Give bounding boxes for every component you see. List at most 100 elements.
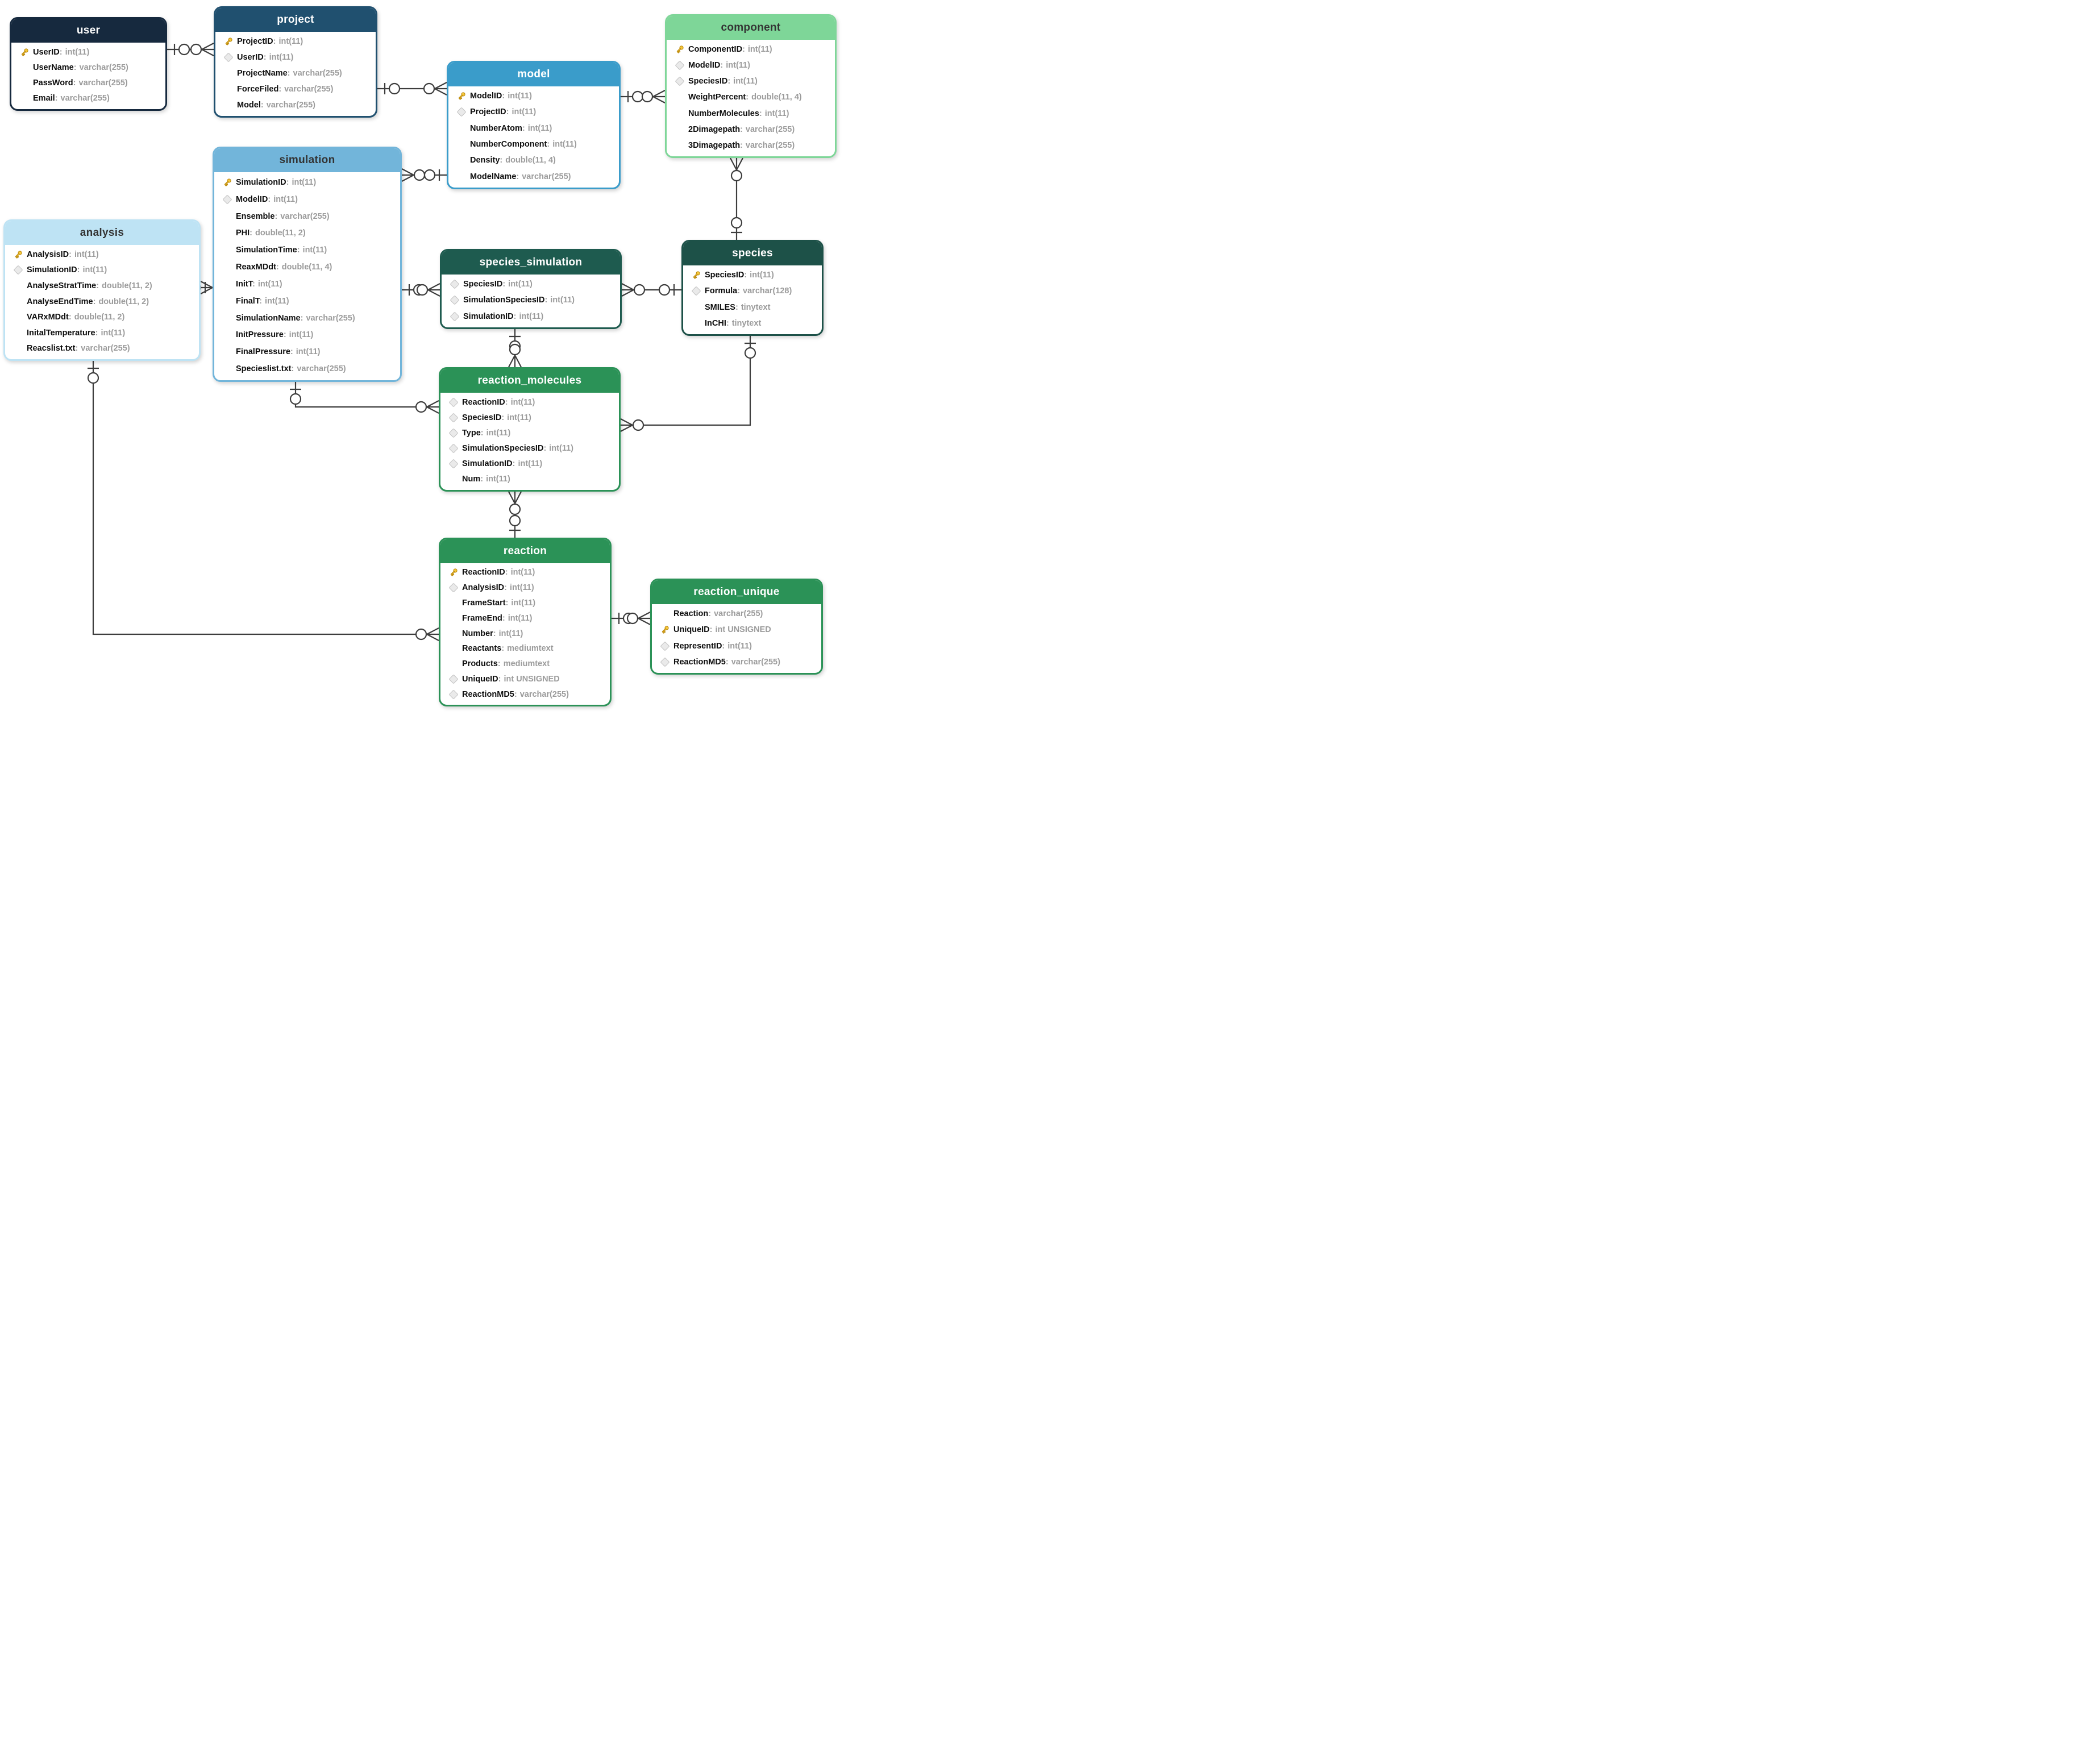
foreign-key-icon <box>456 107 467 117</box>
field-type: int(11) <box>510 397 535 407</box>
field-type: int(11) <box>518 459 543 469</box>
field-name: Density <box>470 156 502 165</box>
entity-species_simulation[interactable]: species_simulationSpeciesIDint(11)Simula… <box>440 249 622 329</box>
entity-model[interactable]: modelModelIDint(11)ProjectIDint(11)Numbe… <box>447 61 621 189</box>
entity-analysis[interactable]: analysisAnalysisIDint(11)SimulationIDint… <box>3 219 201 361</box>
field-name: ReaxMDdt <box>236 263 279 272</box>
field-type: int(11) <box>512 107 537 117</box>
foreign-key-icon <box>675 60 685 70</box>
entity-fields-analysis: AnalysisIDint(11)SimulationIDint(11)Anal… <box>5 245 199 359</box>
field-name: Products <box>462 659 501 668</box>
field-row: ProjectIDint(11) <box>453 104 616 120</box>
field-row: FrameStartint(11) <box>445 596 606 611</box>
field-type: int UNSIGNED <box>504 674 560 684</box>
foreign-key-icon <box>448 413 459 423</box>
field-row: ProjectNamevarchar(255) <box>220 65 372 81</box>
field-type: int(11) <box>750 271 774 280</box>
field-row: ComponentIDint(11) <box>671 41 831 57</box>
field-row: Specieslist.txtvarchar(255) <box>219 360 397 377</box>
field-type: varchar(255) <box>714 609 763 619</box>
key-icon-col <box>688 270 705 280</box>
field-name: UniqueID <box>462 675 501 684</box>
field-name: InitT <box>236 280 255 289</box>
entity-species[interactable]: speciesSpeciesIDint(11)Formulavarchar(12… <box>681 240 824 336</box>
field-name: SMILES <box>705 303 738 312</box>
key-icon-col <box>10 265 27 275</box>
field-name: ProjectID <box>470 107 509 117</box>
primary-key-icon <box>693 271 700 279</box>
entity-title-analysis: analysis <box>5 221 199 245</box>
entity-title-simulation: simulation <box>214 148 400 172</box>
field-name: AnalysisID <box>462 583 507 592</box>
field-name: Specieslist.txt <box>236 364 294 373</box>
field-row: 2Dimagepathvarchar(255) <box>671 122 831 138</box>
field-type: double(11, 2) <box>74 313 125 322</box>
field-type: double(11, 4) <box>505 156 556 165</box>
field-row: UniqueIDint UNSIGNED <box>656 622 818 638</box>
field-name: VARxMDdt <box>27 313 72 322</box>
field-type: int UNSIGNED <box>715 625 771 635</box>
field-name: SimulationID <box>463 312 516 321</box>
field-name: ReactionMD5 <box>462 690 517 699</box>
field-type: int(11) <box>257 279 282 289</box>
field-row: Productsmediumtext <box>445 656 606 672</box>
field-type: int(11) <box>65 47 90 57</box>
entity-component[interactable]: componentComponentIDint(11)ModelIDint(11… <box>665 14 837 158</box>
entity-fields-species: SpeciesIDint(11)Formulavarchar(128)SMILE… <box>683 265 822 334</box>
entity-title-species_simulation: species_simulation <box>442 251 620 275</box>
field-row: ModelIDint(11) <box>671 57 831 73</box>
field-name: UserName <box>33 63 77 72</box>
field-type: varchar(128) <box>743 286 792 296</box>
key-icon-col <box>453 91 470 101</box>
entity-fields-model: ModelIDint(11)ProjectIDint(11)NumberAtom… <box>448 86 619 188</box>
foreign-key-icon <box>223 52 234 63</box>
entity-reaction_unique[interactable]: reaction_uniqueReactionvarchar(255)Uniqu… <box>650 579 823 675</box>
field-name: FrameEnd <box>462 614 505 623</box>
field-row: AnalysisIDint(11) <box>10 247 196 263</box>
field-name: Reaction <box>673 609 711 618</box>
field-name: Ensemble <box>236 212 277 221</box>
field-row: UserIDint(11) <box>16 44 162 60</box>
relationship-wires-layer <box>87 43 756 641</box>
primary-key-icon <box>15 251 22 259</box>
field-name: UserID <box>237 53 267 62</box>
key-icon-col <box>446 295 463 305</box>
entity-simulation[interactable]: simulationSimulationIDint(11)ModelIDint(… <box>213 147 402 382</box>
field-row: ModelIDint(11) <box>219 191 397 208</box>
primary-key-icon <box>21 48 28 56</box>
foreign-key-icon <box>660 657 670 667</box>
field-type: tinytext <box>731 318 762 328</box>
field-row: UniqueIDint UNSIGNED <box>445 671 606 687</box>
entity-reaction_molecules[interactable]: reaction_moleculesReactionIDint(11)Speci… <box>439 367 621 492</box>
entity-fields-reaction: ReactionIDint(11)AnalysisIDint(11)FrameS… <box>440 563 610 705</box>
entity-project[interactable]: projectProjectIDint(11)UserIDint(11)Proj… <box>214 6 377 118</box>
entity-title-reaction: reaction <box>440 539 610 563</box>
primary-key-icon <box>662 626 669 634</box>
field-type: varchar(255) <box>297 364 346 374</box>
field-type: int(11) <box>498 629 523 638</box>
entity-title-reaction_molecules: reaction_molecules <box>440 369 619 393</box>
relationship-analysis-reaction <box>87 361 439 641</box>
entity-fields-simulation: SimulationIDint(11)ModelIDint(11)Ensembl… <box>214 172 400 380</box>
field-name: InCHI <box>705 319 729 328</box>
field-type: double(11, 4) <box>281 263 332 272</box>
field-name: Model <box>237 101 264 110</box>
field-type: varchar(255) <box>78 78 128 88</box>
relationship-project-model <box>377 82 447 95</box>
field-name: AnalysisID <box>27 250 72 259</box>
field-row: FinalPressureint(11) <box>219 343 397 360</box>
entity-user[interactable]: userUserIDint(11)UserNamevarchar(255)Pas… <box>10 17 167 111</box>
field-name: PHI <box>236 228 252 238</box>
field-type: int(11) <box>508 92 532 101</box>
field-row: ReactionMD5varchar(255) <box>445 687 606 702</box>
field-row: InitPressureint(11) <box>219 326 397 343</box>
primary-key-icon <box>676 45 684 53</box>
entity-reaction[interactable]: reactionReactionIDint(11)AnalysisIDint(1… <box>439 538 612 706</box>
field-type: int(11) <box>289 330 314 340</box>
field-row: UserNamevarchar(255) <box>16 60 162 75</box>
foreign-key-icon <box>448 689 459 700</box>
key-icon-col <box>656 657 673 667</box>
field-row: SpeciesIDint(11) <box>445 410 616 425</box>
field-type: int(11) <box>726 61 750 70</box>
key-icon-col <box>220 36 237 47</box>
